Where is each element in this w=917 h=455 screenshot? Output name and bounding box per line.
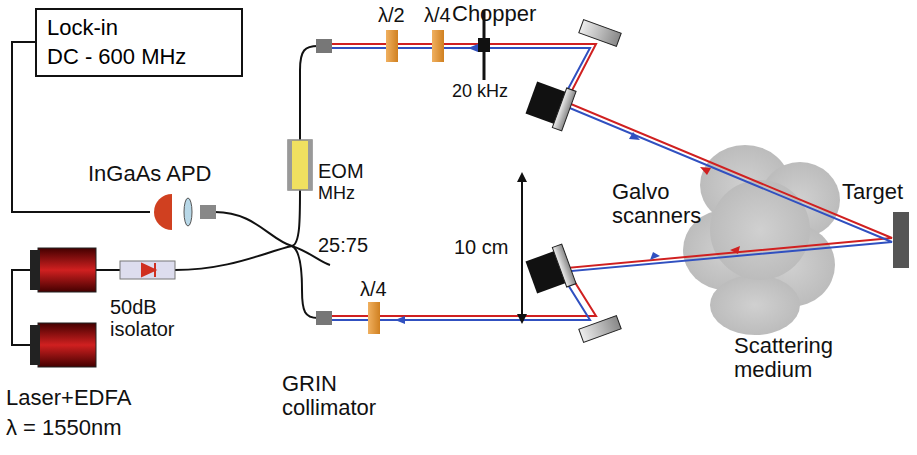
part-name: 50dB isolator [110,296,174,340]
waveplate-label: λ/2 [378,4,405,26]
part-name: GRIN collimator [282,372,376,420]
frequency-label: MHz [318,184,355,204]
instrument-text: Lock-in [47,14,231,43]
instrument-text: DC - 600 MHz [47,43,231,72]
part-name: Laser+EDFA [6,386,131,410]
part-name: Target [842,180,903,204]
instrument-box: Lock-inDC - 600 MHz [35,8,243,77]
part-name: Chopper [452,2,536,26]
frequency-label: 20 kHz [452,82,508,102]
part-name: Scattering medium [734,334,833,382]
part-name: EOM [318,160,364,182]
waveplate-label: λ/4 [424,4,451,26]
waveplate-label: λ/4 [360,278,387,300]
part-name: Galvo scanners [612,180,701,228]
wavelength-label: λ = 1550nm [6,416,122,440]
part-name: InGaAs APD [88,162,212,186]
dimension-label: 10 cm [454,236,508,258]
ratio-label: 25:75 [318,234,368,256]
scattering-cloud [683,145,840,335]
